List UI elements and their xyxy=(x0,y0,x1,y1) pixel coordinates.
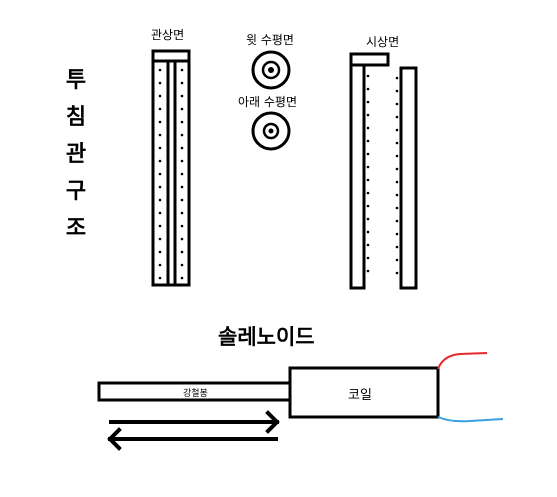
vertical-title: 투 침 관 구 조 xyxy=(58,62,94,247)
sagittal-dot xyxy=(366,178,370,182)
sagittal-dot xyxy=(366,269,370,273)
coronal-dot xyxy=(158,250,162,254)
coronal-dot xyxy=(158,159,162,163)
sagittal-dot xyxy=(395,219,399,223)
sagittal-dot xyxy=(395,167,399,171)
sagittal-dot xyxy=(366,243,370,247)
title-char: 조 xyxy=(65,216,87,241)
sagittal-right-bar xyxy=(399,66,418,290)
blue-wire xyxy=(437,416,504,423)
sagittal-dot xyxy=(366,204,370,208)
coronal-dot xyxy=(158,263,162,267)
coronal-dot xyxy=(158,81,162,85)
coronal-dot xyxy=(180,107,184,111)
coronal-dot xyxy=(158,185,162,189)
sagittal-dot xyxy=(366,113,370,117)
label-tube-face: 관상면 xyxy=(151,28,185,42)
label-sagittal: 시상면 xyxy=(366,35,400,49)
label-solenoid: 솔레노이드 xyxy=(218,325,315,349)
sagittal-dot xyxy=(395,258,399,262)
coronal-dot xyxy=(158,198,162,202)
title-char: 침 xyxy=(65,105,87,130)
coil-shape xyxy=(288,366,440,419)
label-upper-horizontal: 윗 수평면 xyxy=(246,33,294,47)
title-char: 구 xyxy=(65,179,87,204)
sagittal-dot xyxy=(366,100,370,104)
sagittal-dot xyxy=(395,206,399,210)
sagittal-dot xyxy=(366,165,370,169)
sagittal-dot xyxy=(395,193,399,197)
coronal-tube-inner xyxy=(166,59,177,287)
sagittal-dot xyxy=(395,128,399,132)
sagittal-dot xyxy=(366,74,370,78)
sagittal-cap xyxy=(349,52,390,67)
coronal-dot xyxy=(158,120,162,124)
sagittal-dot xyxy=(395,180,399,184)
sagittal-dot xyxy=(395,102,399,106)
coronal-dot xyxy=(158,133,162,137)
red-wire xyxy=(437,352,488,370)
coronal-dot xyxy=(158,68,162,72)
coronal-dot xyxy=(158,211,162,215)
coronal-tube-outer xyxy=(151,59,191,287)
coronal-dot xyxy=(180,211,184,215)
sagittal-dot xyxy=(395,89,399,93)
label-steel-rod: 강철봉 xyxy=(183,389,208,399)
sagittal-dot xyxy=(395,232,399,236)
coronal-dot xyxy=(180,250,184,254)
coronal-dot xyxy=(158,224,162,228)
sagittal-dot xyxy=(366,87,370,91)
sagittal-dot xyxy=(395,115,399,119)
sagittal-dot xyxy=(366,217,370,221)
coronal-dot xyxy=(180,198,184,202)
coronal-dot xyxy=(180,94,184,98)
sagittal-dot xyxy=(395,141,399,145)
coronal-dot xyxy=(180,185,184,189)
sagittal-dot xyxy=(366,152,370,156)
coronal-dot xyxy=(180,159,184,163)
title-char: 투 xyxy=(65,68,87,93)
coronal-dot xyxy=(158,172,162,176)
sagittal-dots xyxy=(366,74,399,275)
coronal-dot xyxy=(180,146,184,150)
label-lower-horizontal: 아래 수평면 xyxy=(238,95,298,109)
coronal-dot xyxy=(158,107,162,111)
coronal-dot xyxy=(180,172,184,176)
coronal-tube-diagram xyxy=(151,49,191,287)
coronal-dot xyxy=(180,237,184,241)
sagittal-dot xyxy=(395,154,399,158)
coronal-dot xyxy=(158,276,162,280)
sagittal-dot xyxy=(366,191,370,195)
coronal-tube-dots xyxy=(158,68,184,280)
coronal-dot xyxy=(180,120,184,124)
sagittal-dot xyxy=(366,230,370,234)
sagittal-left-bar xyxy=(349,63,366,290)
coronal-dot xyxy=(180,68,184,72)
arrow-right xyxy=(109,410,280,434)
coronal-dot xyxy=(180,224,184,228)
coronal-dot xyxy=(158,146,162,150)
coronal-dot xyxy=(180,263,184,267)
arrow-left xyxy=(107,427,278,451)
sagittal-dot xyxy=(366,256,370,260)
coronal-dot xyxy=(180,276,184,280)
sagittal-diagram xyxy=(349,52,418,290)
sagittal-dot xyxy=(366,139,370,143)
coronal-dot xyxy=(158,237,162,241)
title-char: 관 xyxy=(65,142,87,167)
sagittal-dot xyxy=(366,126,370,130)
coronal-dot xyxy=(158,94,162,98)
sagittal-dot xyxy=(395,76,399,80)
sagittal-dot xyxy=(395,245,399,249)
upper-horizontal-section xyxy=(251,50,291,90)
coronal-dot xyxy=(180,133,184,137)
sagittal-dot xyxy=(395,271,399,275)
lower-horizontal-section xyxy=(251,111,291,151)
label-coil: 코일 xyxy=(348,388,372,403)
coronal-dot xyxy=(180,81,184,85)
solenoid-diagram xyxy=(97,366,440,419)
